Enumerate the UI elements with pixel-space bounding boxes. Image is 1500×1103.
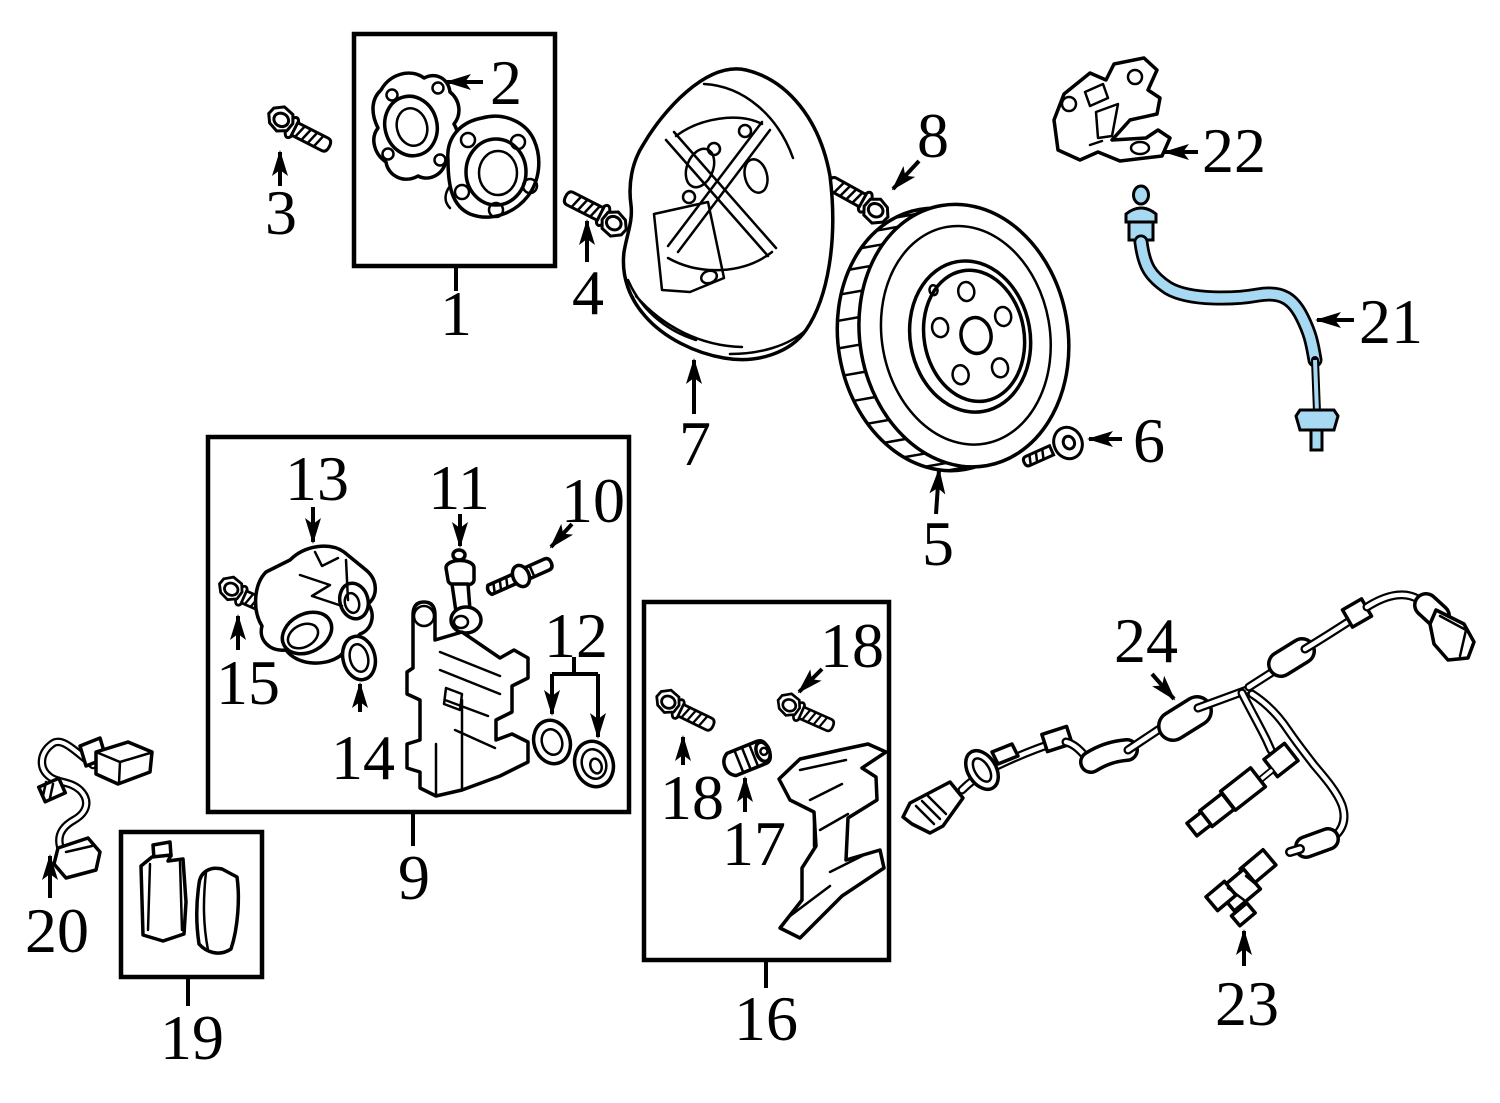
box-label-ticks [186,266,768,1006]
callout-20[interactable]: 20 [25,895,89,966]
arrow-12-bracket [552,657,598,676]
callout-7[interactable]: 7 [679,408,711,479]
callout-10[interactable]: 10 [561,465,625,536]
callout-4[interactable]: 4 [572,257,604,328]
arrow-5 [929,468,946,515]
arrow-8 [891,159,921,191]
callout-18-lower[interactable]: 18 [660,762,724,833]
splash-shield [621,67,835,362]
callout-21[interactable]: 21 [1359,286,1423,357]
callout-1[interactable]: 1 [440,278,472,349]
callout-6[interactable]: 6 [1133,405,1165,476]
arrow-18-upper [797,667,824,694]
hose-stub [1309,428,1324,452]
callout-2[interactable]: 2 [490,47,522,118]
hose-skirt [1124,206,1158,224]
callout-15[interactable]: 15 [216,647,280,718]
brake-rotor [835,202,1071,473]
callout-11[interactable]: 11 [428,452,490,523]
hose-bracket [1052,56,1172,163]
brake-hose-highlighted [1124,184,1340,452]
guide-pin-11 [444,548,483,635]
parking-actuator-housing-13 [253,544,377,665]
caliper-body [405,600,530,798]
callout-17[interactable]: 17 [722,808,786,879]
callout-13[interactable]: 13 [285,443,349,514]
piston-seals-12 [531,718,616,789]
callout-19[interactable]: 19 [160,1002,224,1073]
arrow-24 [1150,672,1176,701]
bolt-3 [261,100,338,158]
wheel-hub [444,114,541,219]
callout-9[interactable]: 9 [398,842,430,913]
brake-pads [139,840,241,955]
callout-5[interactable]: 5 [922,508,954,579]
bushing-17 [722,739,772,778]
hose-nipple [1132,184,1150,206]
callout-16[interactable]: 16 [734,983,798,1054]
hub-bearing-flange [371,71,461,181]
arrow-10 [549,522,574,549]
hose-tube [1136,237,1320,365]
harness-connector [1204,847,1278,928]
callout-22[interactable]: 22 [1202,115,1266,186]
callout-23[interactable]: 23 [1215,968,1279,1039]
callout-24[interactable]: 24 [1114,605,1178,676]
callout-arrows [42,74,1354,966]
callout-8[interactable]: 8 [917,100,949,171]
bolt-4 [557,185,634,243]
callout-12[interactable]: 12 [544,600,608,671]
pin-bolt-10 [485,556,554,597]
hose-flange-nut [1294,408,1340,432]
o-ring-14 [340,634,378,682]
callout-14[interactable]: 14 [331,722,395,793]
wiring-harness [901,590,1476,859]
callout-18-upper[interactable]: 18 [820,610,884,681]
callout-3[interactable]: 3 [265,177,297,248]
abs-sensor [36,736,154,880]
hose-pipe [1313,359,1319,413]
hose-fitting-body [1127,220,1155,242]
caliper-bracket [777,742,888,940]
rotor-vane-ticks [836,212,970,472]
